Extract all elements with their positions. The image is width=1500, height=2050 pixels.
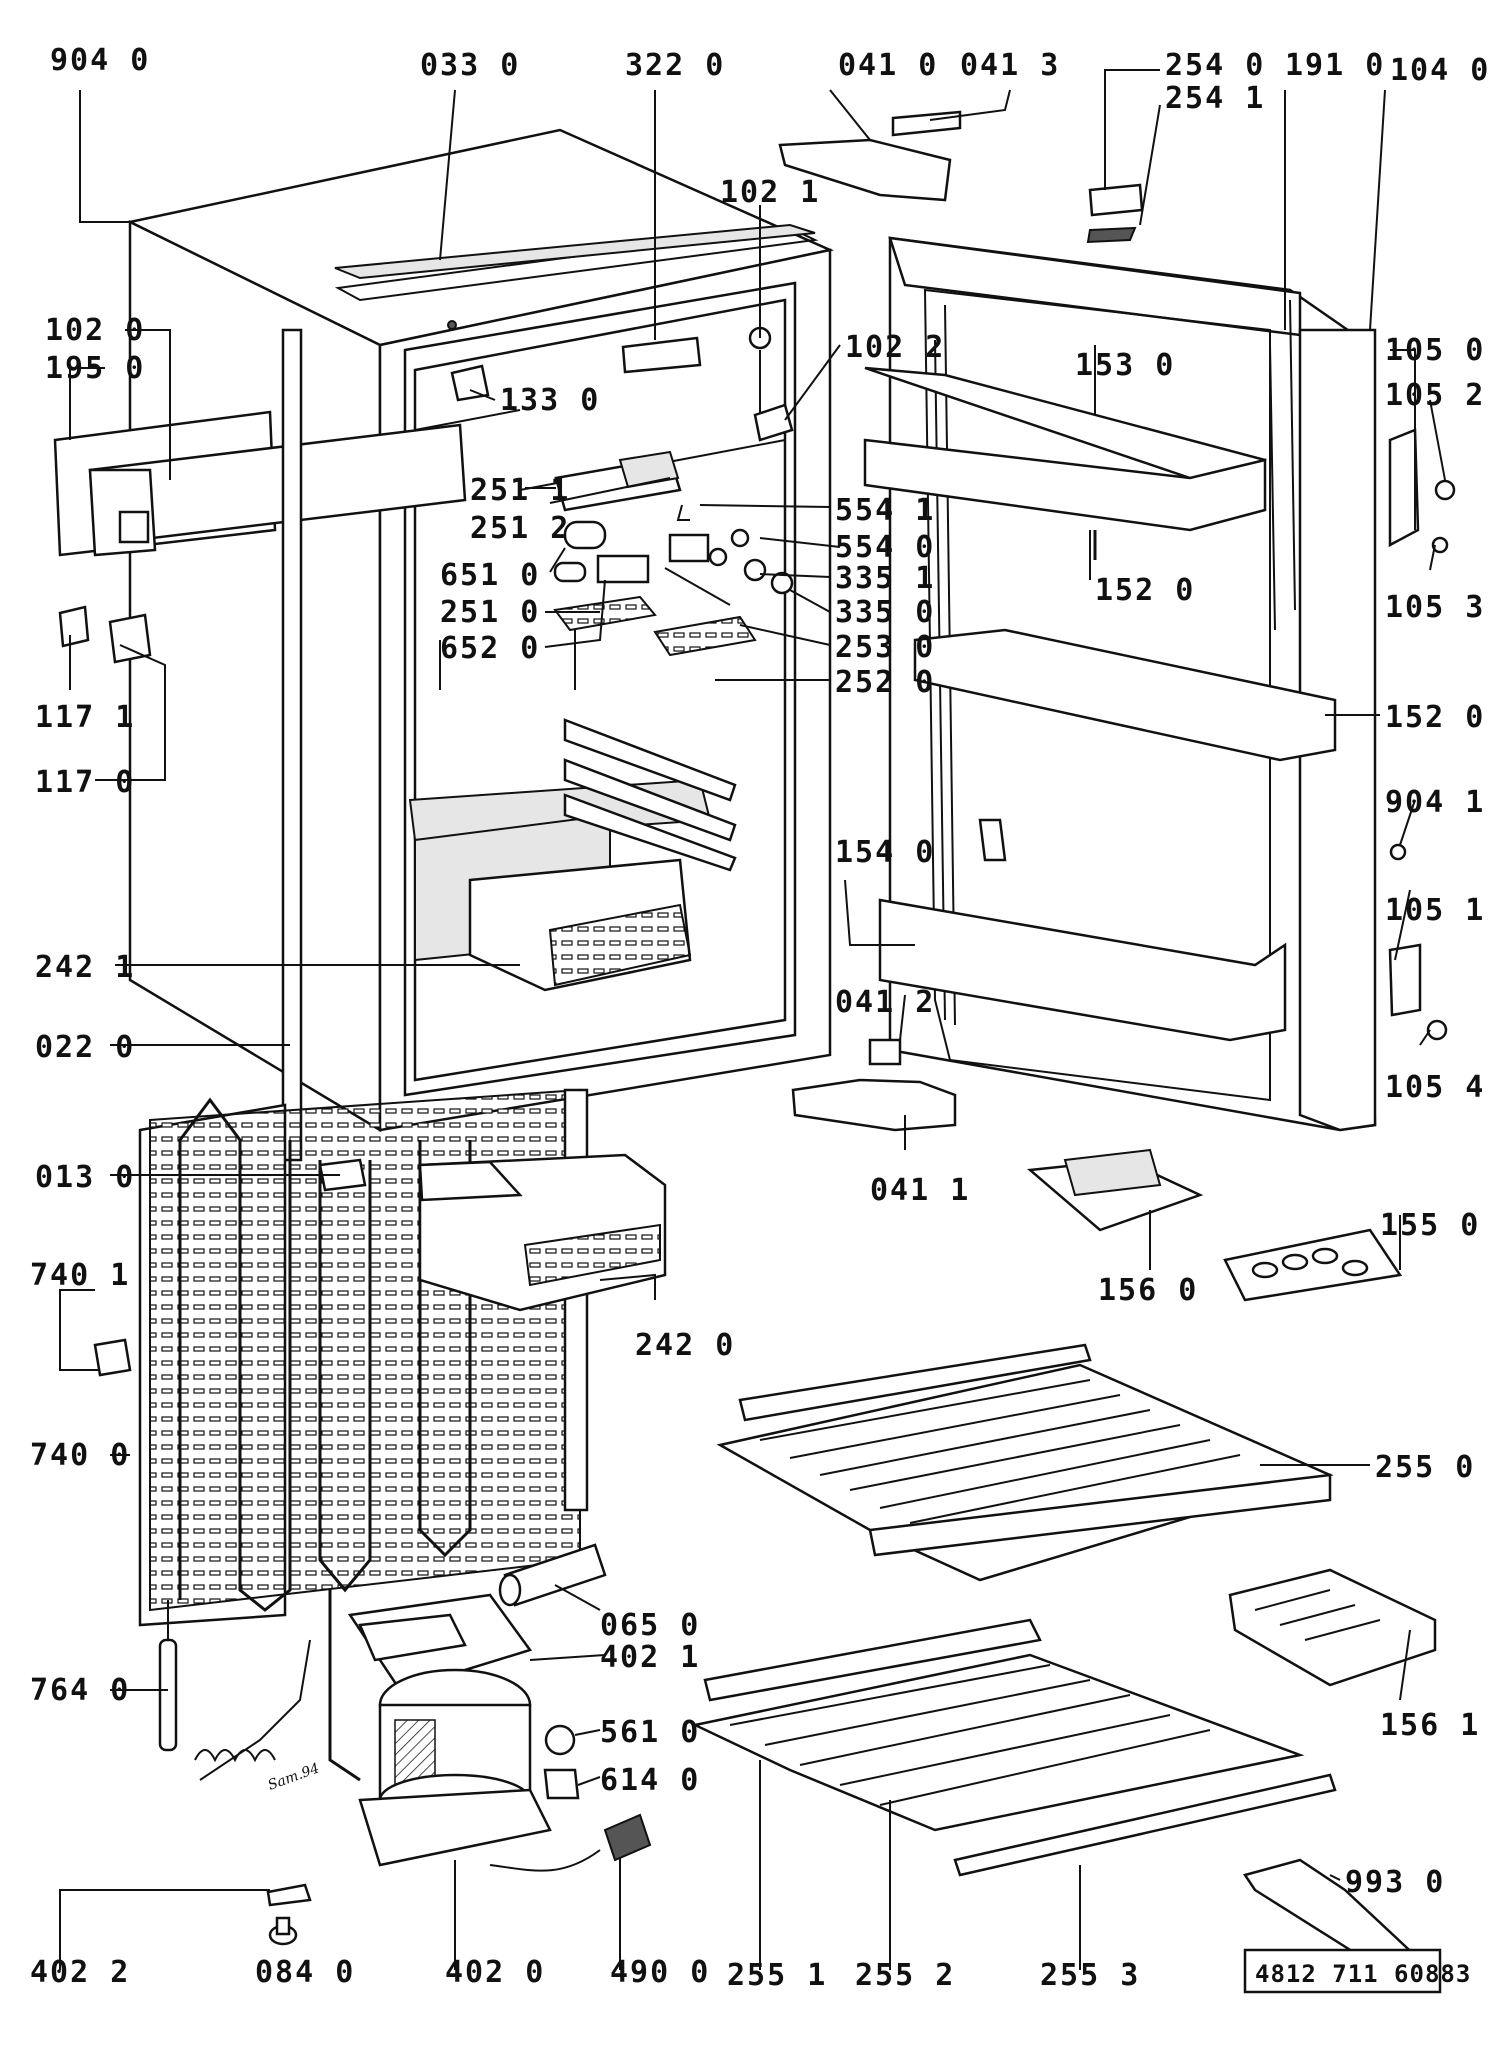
label-251-1: 251 1 [470,473,570,508]
document-number: 4812 711 60883 [1255,1960,1471,1988]
label-152-0-bottom: 152 0 [1385,700,1485,735]
label-105-1: 105 1 [1385,893,1485,928]
label-102-0: 102 0 [45,313,145,348]
label-554-1: 554 1 [835,493,935,528]
label-402-0: 402 0 [445,1955,545,1990]
label-117-1: 117 1 [35,700,135,735]
label-561-0: 561 0 [600,1715,700,1750]
label-102-2: 102 2 [845,330,945,365]
label-033-0: 033 0 [420,48,520,83]
label-191-0: 191 0 [1285,48,1385,83]
trays [1026,1148,1437,1977]
crisper-drawer [418,1153,667,1312]
label-904-1: 904 1 [1385,785,1485,820]
label-242-1: 242 1 [35,950,135,985]
hinges [778,110,1144,1132]
document-number-box: 4812 711 60883 [1243,1948,1471,1994]
label-614-0: 614 0 [600,1763,700,1798]
label-335-0: 335 0 [835,595,935,630]
label-904-0: 904 0 [50,43,150,78]
label-154-0: 154 0 [835,835,935,870]
label-652-0: 652 0 [440,631,540,666]
label-254-1: 254 1 [1165,81,1265,116]
label-255-3: 255 3 [1040,1958,1140,1993]
top-parts [334,90,816,442]
label-117-0: 117 0 [35,765,135,800]
label-155-0: 155 0 [1380,1208,1480,1243]
label-335-1: 335 1 [835,561,935,596]
label-041-1: 041 1 [870,1173,970,1208]
side-tube [281,328,303,1162]
label-065-0: 065 0 [600,1608,700,1643]
label-322-0: 322 0 [625,48,725,83]
crisper-inside [468,858,692,992]
label-253-0: 253 0 [835,630,935,665]
door-small-parts [1388,428,1456,1041]
label-254-0: 254 0 [1165,48,1265,83]
label-041-3: 041 3 [960,48,1060,83]
label-105-2: 105 2 [1385,378,1485,413]
label-105-3: 105 3 [1385,590,1485,625]
handwritten-note: Sam.94 [266,1760,322,1793]
label-041-2: 041 2 [835,985,935,1020]
label-133-0: 133 0 [500,383,600,418]
glass-shelves [691,1343,1337,1877]
label-102-1: 102 1 [720,175,820,210]
label-255-1: 255 1 [727,1958,827,1993]
label-251-2: 251 2 [470,511,570,546]
front-trim [53,410,467,557]
label-013-0: 013 0 [35,1160,135,1195]
label-251-0: 251 0 [440,595,540,630]
label-255-0: 255 0 [1375,1450,1475,1485]
label-554-0: 554 0 [835,530,935,565]
label-764-0: 764 0 [30,1673,130,1708]
label-490-0: 490 0 [610,1955,710,1990]
door [863,236,1377,1132]
part-labels: 904 0 033 0 322 0 041 0 041 3 254 0 254 … [30,43,1490,1993]
leader-lines [59,69,1446,1970]
label-252-0: 252 0 [835,665,935,700]
label-153-0: 153 0 [1075,348,1175,383]
label-084-0: 084 0 [255,1955,355,1990]
label-105-0: 105 0 [1385,333,1485,368]
label-402-1: 402 1 [600,1640,700,1675]
compressor-parts [158,1543,652,1946]
label-105-4: 105 4 [1385,1070,1485,1105]
label-740-0: 740 0 [30,1438,130,1473]
label-740-1: 740 1 [30,1258,130,1293]
label-156-1: 156 1 [1380,1708,1480,1743]
label-104-0: 104 0 [1390,53,1490,88]
label-022-0: 022 0 [35,1030,135,1065]
label-993-0: 993 0 [1345,1865,1445,1900]
label-156-0: 156 0 [1098,1273,1198,1308]
thermostat-parts [553,450,794,657]
label-242-0: 242 0 [635,1328,735,1363]
label-651-0: 651 0 [440,558,540,593]
label-195-0: 195 0 [45,351,145,386]
label-255-2: 255 2 [855,1958,955,1993]
label-152-0-top: 152 0 [1095,573,1195,608]
left-small-parts [58,605,152,1377]
label-041-0: 041 0 [838,48,938,83]
label-402-2: 402 2 [30,1955,130,1990]
shelf-rails [563,718,737,872]
